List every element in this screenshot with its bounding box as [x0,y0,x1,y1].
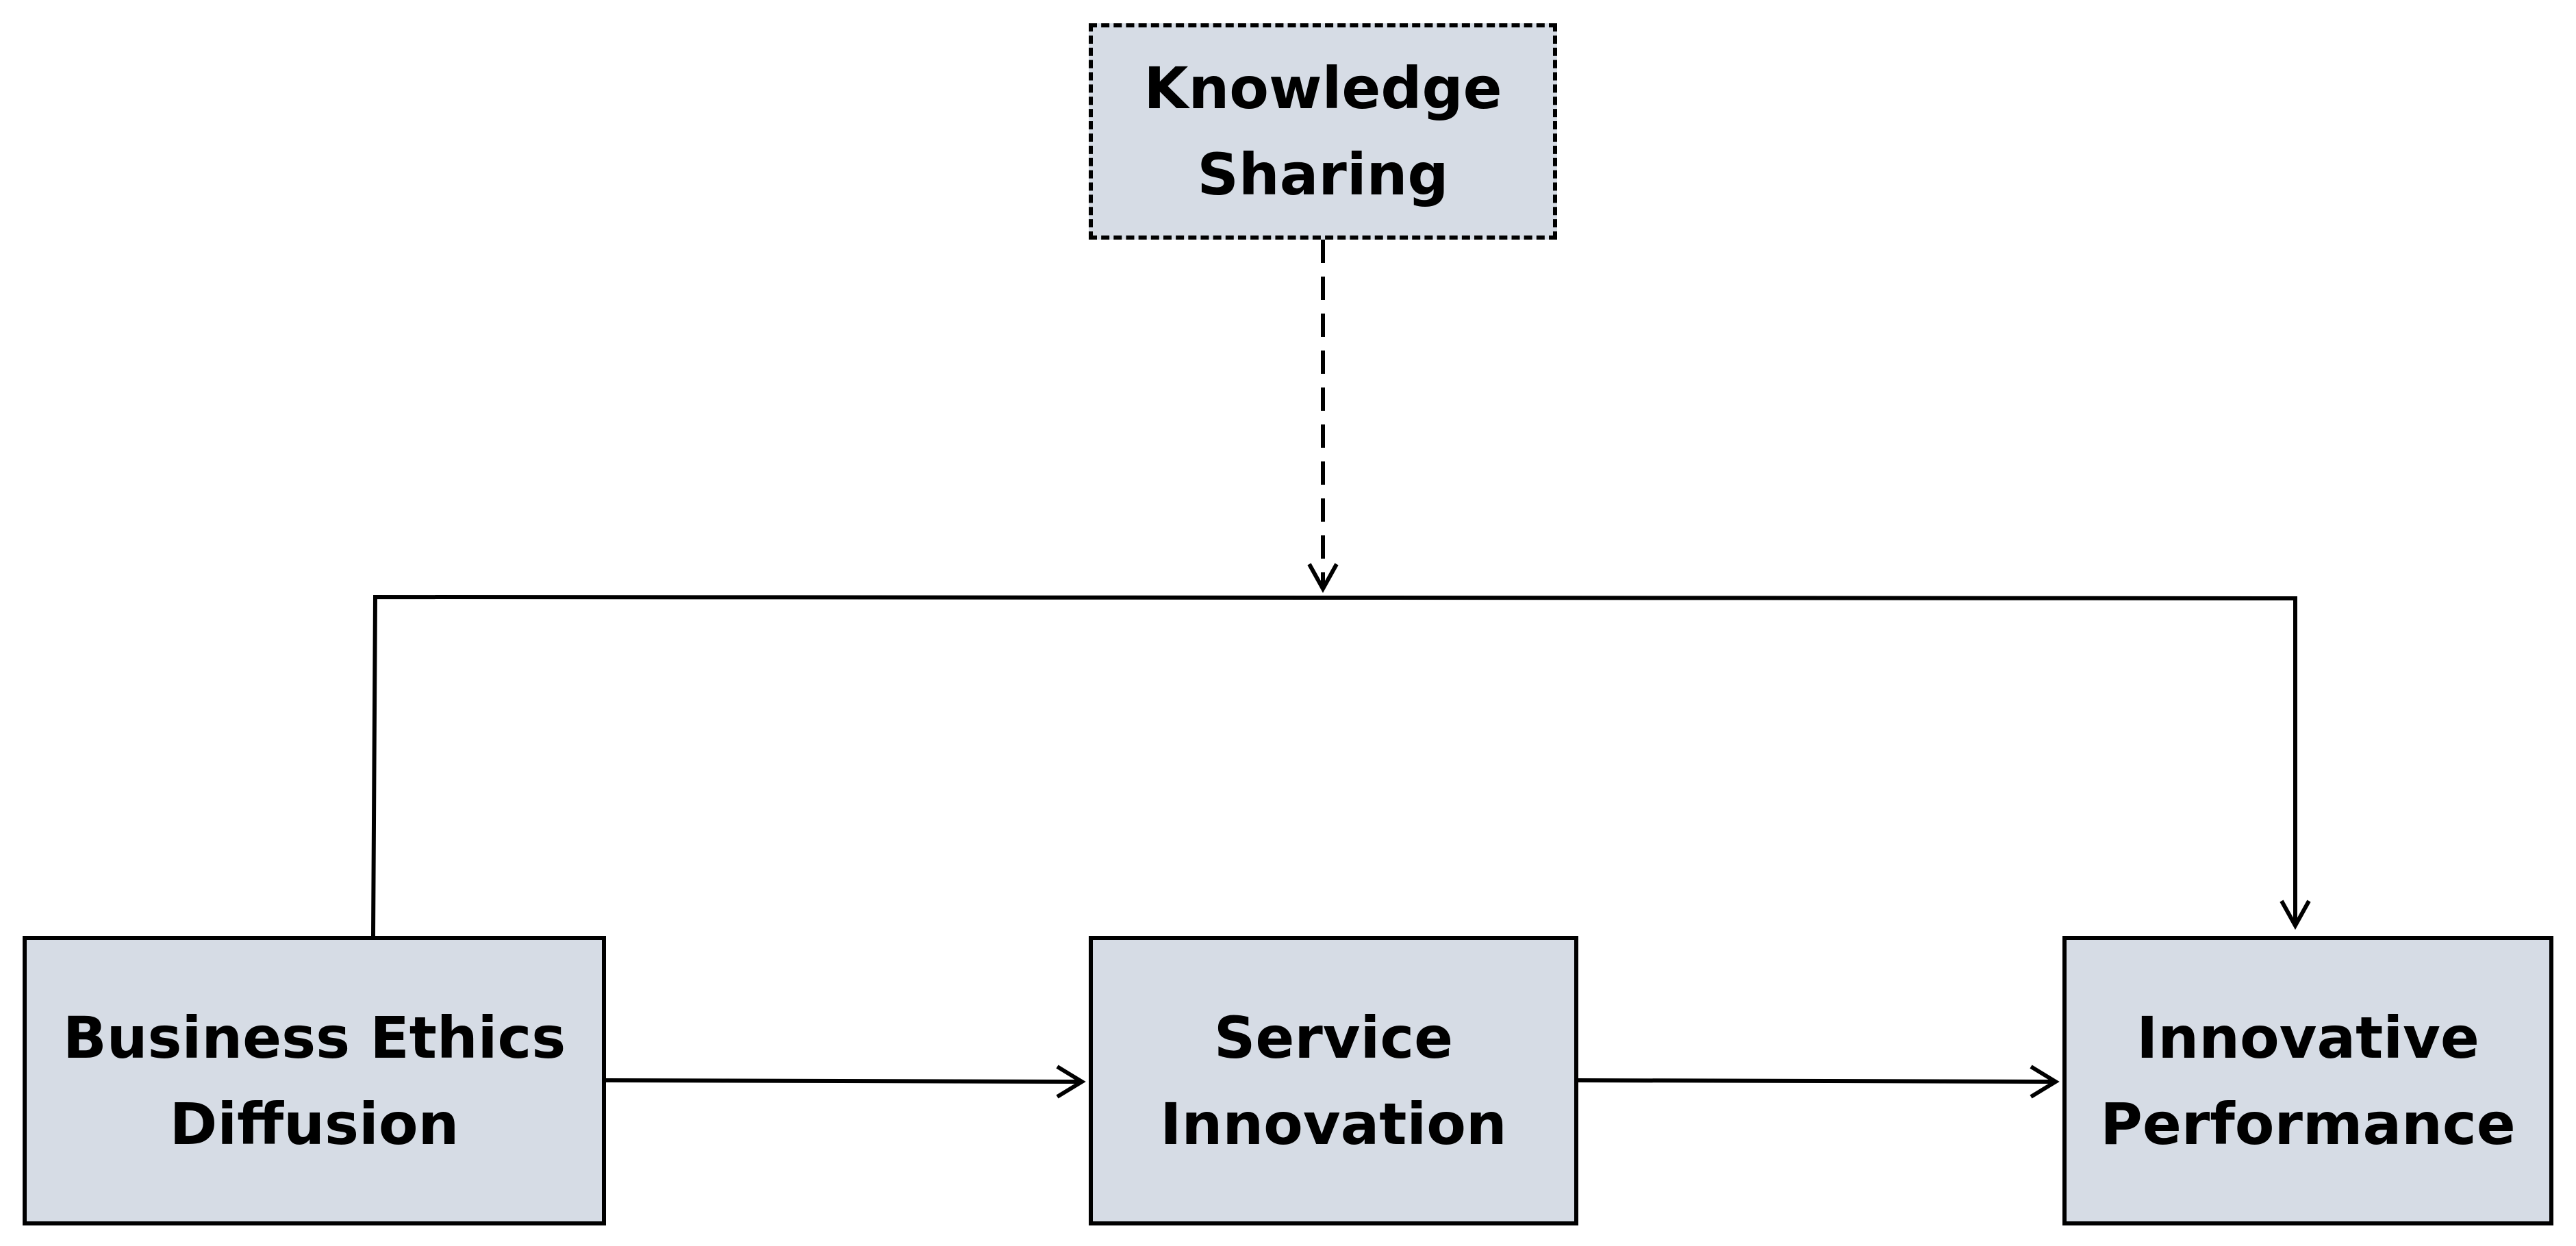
moderation-arrowhead [1307,563,1339,594]
knowledge-sharing-label-line2: Sharing [1197,141,1449,208]
business-ethics-diffusion-label-line2: Diffusion [169,1090,459,1158]
innovative-performance-label-line2: Performance [2100,1090,2516,1158]
direct-effect-connector [371,594,2297,937]
direct-effect-arrowhead [2280,900,2311,930]
business-ethics-diffusion-label-line1: Business Ethics [62,1004,566,1071]
service-innovation-box: Service Innovation [1089,936,1578,1225]
service-innovation-label-line2: Innovation [1160,1090,1507,1158]
innovative-performance-box: Innovative Performance [2062,936,2553,1225]
service-to-performance-arrowhead [2030,1065,2060,1099]
knowledge-sharing-label-line1: Knowledge [1144,55,1502,122]
service-innovation-label-line1: Service [1213,1004,1454,1071]
ethics-to-service-connector [605,1078,1080,1084]
service-to-performance-connector [1578,1078,2054,1084]
knowledge-sharing-box: Knowledge Sharing [1089,23,1557,240]
business-ethics-diffusion-box: Business Ethics Diffusion [23,936,606,1225]
innovative-performance-label-line1: Innovative [2136,1004,2479,1071]
ethics-to-service-arrowhead [1056,1065,1086,1099]
